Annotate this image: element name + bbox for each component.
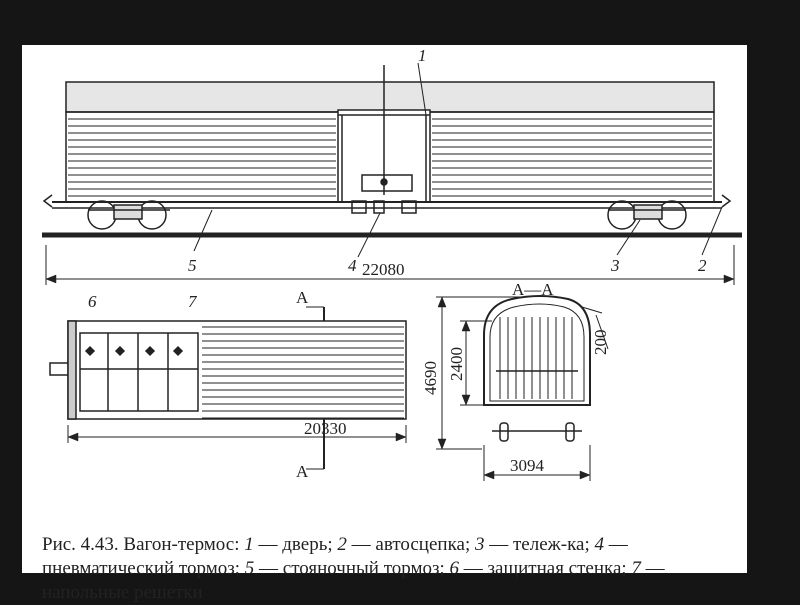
dim-roof: 200 [591, 330, 610, 356]
dim-inner-height: 2400 [447, 347, 466, 381]
caption-item: 4 — пневматический тормоз; [42, 534, 628, 579]
caption-item: 6 — защитная стенка; [449, 558, 627, 579]
label-bogie: 3 [610, 256, 620, 275]
figure-frame: 1 2 3 4 5 22080 6 7 A A 20330 А—А 4690 2… [22, 45, 747, 603]
section-title: А—А [512, 280, 554, 299]
label-brake: 4 [348, 256, 357, 275]
label-floor-grates: 7 [188, 292, 198, 311]
caption-item: 3 — тележ-ка; [474, 534, 590, 555]
plan-view [49, 306, 407, 470]
side-view [42, 62, 742, 285]
section-mark-top: A [296, 288, 309, 307]
caption-item: 2 — автосцепка; [337, 534, 471, 555]
dim-total-length: 22080 [362, 260, 405, 279]
caption-item: 5 — стояночный тормоз; [244, 558, 445, 579]
caption-item: 1 — дверь; [244, 534, 333, 555]
cross-section-view [436, 295, 609, 481]
bogie-right [607, 200, 687, 230]
floor-grates [79, 332, 199, 412]
dim-body-length: 20330 [304, 419, 347, 438]
coupler-right [721, 194, 732, 208]
section-outline [483, 295, 591, 406]
label-coupler: 2 [698, 256, 707, 275]
figure-caption: Рис. 4.43. Вагон-термос: 1 — дверь; 2 — … [42, 533, 732, 605]
coupler-left [42, 194, 53, 208]
label-parking-brake: 5 [188, 256, 197, 275]
wagon-diagram: 1 2 3 4 5 22080 6 7 A A 20330 А—А 4690 2… [42, 46, 742, 481]
caption-title: Рис. 4.43. Вагон-термос: [42, 534, 240, 555]
label-protective-wall: 6 [88, 292, 97, 311]
dim-width: 3094 [510, 456, 545, 475]
roof [65, 81, 715, 113]
dim-height: 4690 [421, 361, 440, 395]
caption-item: 7 — напольные решетки [42, 558, 665, 603]
bogie-left [87, 200, 170, 230]
section-mark-bottom: A [296, 462, 309, 481]
protective-wall [67, 320, 77, 420]
label-door: 1 [418, 46, 427, 65]
